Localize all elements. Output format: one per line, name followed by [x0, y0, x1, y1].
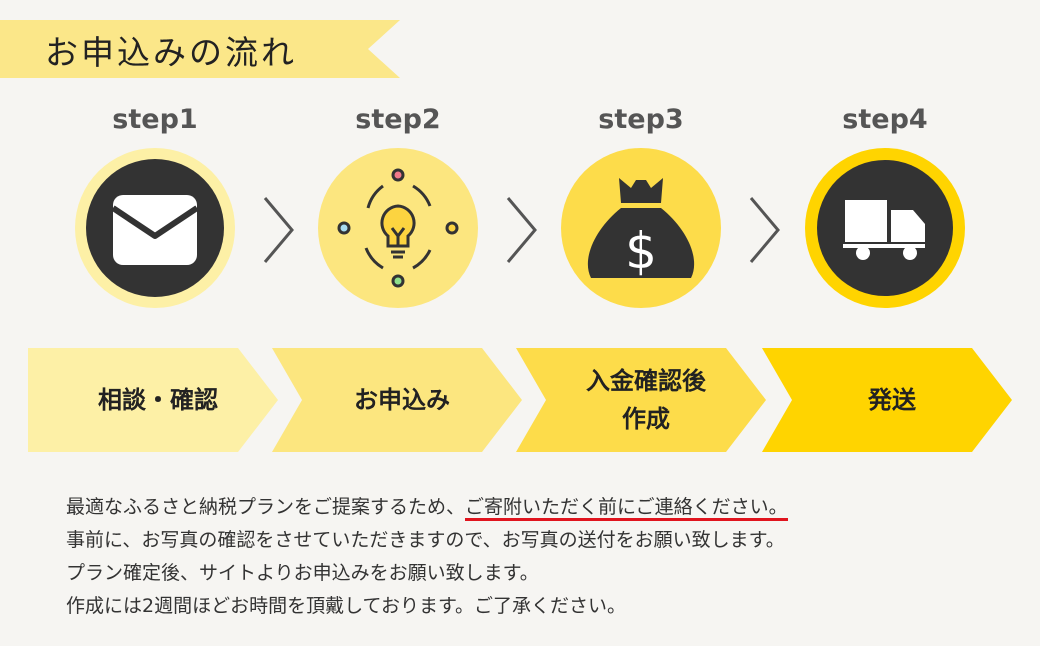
- page-title: お申込みの流れ: [45, 33, 297, 72]
- step4-text: 発送: [868, 386, 916, 414]
- lightbulb-cycle-icon: [318, 148, 478, 308]
- step1-arrow: 相談・確認: [28, 348, 278, 452]
- description-line2: 事前に、お写真の確認をさせていただきますので、お写真の送付をお願い致します。: [66, 529, 785, 551]
- step4-arrow: 発送: [762, 348, 1012, 452]
- step3-text: 入金確認後 作成: [586, 367, 706, 433]
- description-line1: 最適なふるさと納税プランをご提案するため、: [66, 496, 466, 518]
- envelope-icon: [75, 148, 235, 308]
- svg-text:$: $: [625, 222, 657, 280]
- description-line3: プラン確定後、サイトよりお申込みをお願い致します。: [66, 562, 539, 584]
- chevron-right-icon: [749, 197, 780, 263]
- step1-text: 相談・確認: [98, 386, 218, 414]
- description: 最適なふるさと納税プランをご提案するため、ご寄附いただく前にご連絡ください。 事…: [66, 491, 788, 623]
- step2-text: お申込み: [354, 386, 450, 414]
- step1-label: step1: [112, 104, 198, 135]
- step2-label: step2: [355, 104, 441, 135]
- money-bag-icon: $: [561, 148, 721, 308]
- title-banner: [0, 20, 400, 78]
- description-line4: 作成には2週間ほどお時間を頂戴しております。ご了承ください。: [66, 595, 627, 617]
- step3-arrow: 入金確認後 作成: [516, 348, 766, 452]
- step4-label: step4: [842, 104, 928, 135]
- step3-label: step3: [598, 104, 684, 135]
- contact-notice: ご寄附いただく前にご連絡ください。: [465, 496, 788, 521]
- chevron-right-icon: [506, 197, 537, 263]
- step2-arrow: お申込み: [272, 348, 522, 452]
- chevron-right-icon: [263, 197, 294, 263]
- truck-icon: [805, 148, 965, 308]
